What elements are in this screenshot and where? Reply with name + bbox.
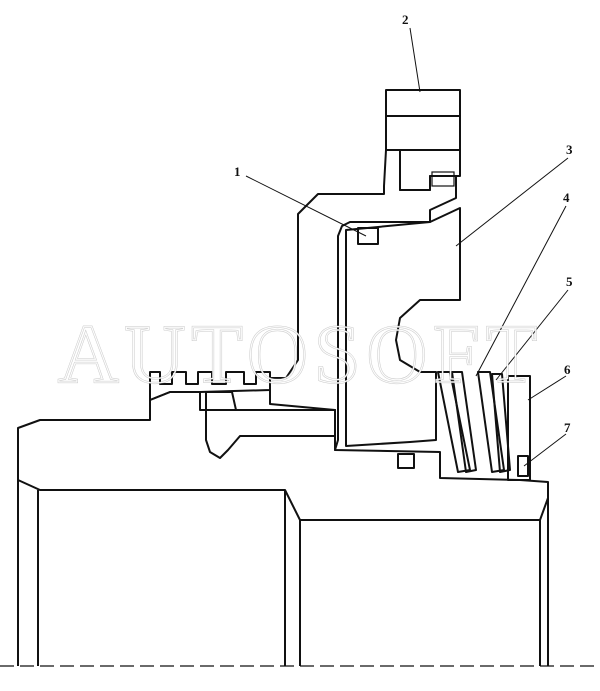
callout-1: 1 — [234, 164, 241, 179]
watermark: AUTOSOFT AUTOSOFT — [57, 307, 543, 402]
callout-4: 4 — [563, 190, 570, 205]
callouts: 1 2 3 4 5 6 7 — [234, 12, 573, 435]
callout-6: 6 — [564, 362, 571, 377]
o-ring-upper — [357, 227, 379, 245]
gear-rim — [385, 89, 461, 191]
hub-flange — [269, 149, 457, 451]
retainer-ring — [507, 375, 531, 481]
callout-7: 7 — [564, 420, 571, 435]
svg-text:AUTOSOFT: AUTOSOFT — [58, 308, 543, 401]
callout-3: 3 — [566, 142, 573, 157]
bore-outline — [0, 480, 600, 667]
oil-passage — [205, 391, 336, 459]
callout-5: 5 — [566, 274, 573, 289]
svg-text:AUTOSOFT: AUTOSOFT — [58, 308, 543, 401]
disc-spring-stack — [437, 371, 511, 473]
o-ring-lower — [397, 453, 415, 469]
leader-lines — [245, 27, 569, 467]
callout-2: 2 — [402, 12, 409, 27]
piston — [345, 207, 461, 447]
snap-ring — [517, 455, 529, 477]
